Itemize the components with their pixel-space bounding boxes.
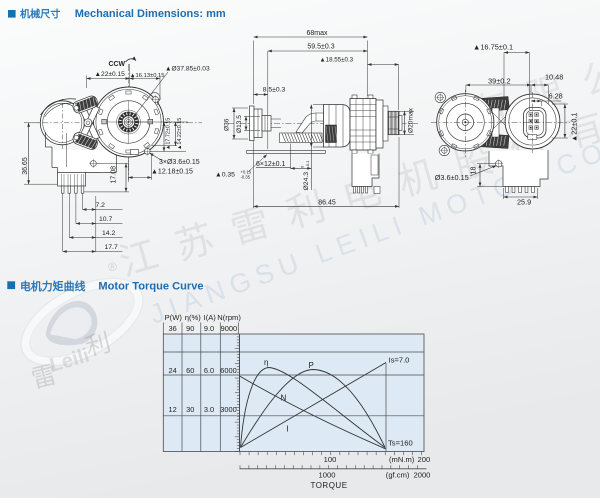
svg-text:Ø3.6±0.15: Ø3.6±0.15 (435, 173, 469, 182)
svg-text:12: 12 (168, 405, 176, 414)
svg-text:(mN.m): (mN.m) (389, 455, 415, 464)
svg-text:6×12±0.1: 6×12±0.1 (256, 161, 285, 168)
svg-text:68max: 68max (306, 30, 328, 37)
svg-text:-0.35: -0.35 (241, 175, 251, 180)
svg-text:14.2: 14.2 (102, 230, 115, 237)
svg-text:P(W): P(W) (165, 313, 183, 322)
svg-text:24: 24 (168, 366, 176, 375)
svg-text:8.5±0.3: 8.5±0.3 (263, 87, 286, 94)
svg-text:9000: 9000 (221, 324, 237, 333)
svg-text:0: 0 (300, 165, 305, 168)
svg-text:Mechanical Dimensions: mm: Mechanical Dimensions: mm (75, 8, 226, 20)
svg-text:3×Ø3.6±0.15: 3×Ø3.6±0.15 (159, 159, 200, 166)
svg-text:Ø13.5: Ø13.5 (236, 115, 243, 133)
svg-text:η: η (264, 358, 268, 367)
svg-text:30: 30 (186, 405, 194, 414)
svg-text:39±0.2: 39±0.2 (488, 77, 511, 86)
svg-text:®: ® (108, 260, 117, 274)
svg-text:▲Ø37.85±0.03: ▲Ø37.85±0.03 (165, 66, 210, 73)
svg-text:▲16.75±0.1: ▲16.75±0.1 (473, 43, 513, 52)
svg-text:25.9: 25.9 (517, 198, 531, 207)
svg-text:200: 200 (418, 455, 431, 464)
svg-text:10.7: 10.7 (99, 216, 112, 223)
svg-text:6.0: 6.0 (204, 366, 214, 375)
svg-text:6000: 6000 (220, 366, 236, 375)
svg-text:▲22±0.1: ▲22±0.1 (570, 113, 579, 143)
svg-text:Is=7.0: Is=7.0 (389, 356, 410, 365)
svg-text:60: 60 (186, 366, 194, 375)
svg-text:-0.1: -0.1 (305, 160, 310, 168)
svg-text:Motor Torque Curve: Motor Torque Curve (98, 281, 203, 293)
svg-text:86.45: 86.45 (318, 199, 336, 206)
svg-text:N(rpm): N(rpm) (217, 313, 241, 322)
svg-text:▲22±0.15: ▲22±0.15 (95, 71, 126, 78)
svg-text:36: 36 (168, 324, 176, 333)
svg-text:Ø24.3: Ø24.3 (303, 172, 310, 191)
svg-text:1000: 1000 (319, 471, 336, 480)
svg-text:TORQUE: TORQUE (310, 481, 347, 490)
svg-text:I(A): I(A) (204, 313, 217, 322)
svg-text:7.2: 7.2 (96, 202, 106, 209)
svg-text:机械尺寸: 机械尺寸 (20, 7, 60, 20)
svg-text:(gf.cm): (gf.cm) (386, 471, 410, 480)
svg-text:P: P (309, 361, 314, 370)
svg-text:18: 18 (469, 167, 478, 175)
svg-text:90: 90 (186, 324, 194, 333)
svg-text:Ø36: Ø36 (224, 118, 231, 131)
svg-text:17.08: 17.08 (111, 166, 118, 184)
svg-text:2000: 2000 (414, 471, 431, 480)
svg-text:η(%): η(%) (185, 313, 202, 322)
svg-text:▲14.22±0.15: ▲14.22±0.15 (177, 118, 183, 150)
svg-text:▲18.55±0.3: ▲18.55±0.3 (320, 56, 354, 63)
svg-text:36.65: 36.65 (22, 157, 29, 175)
svg-text:6.28: 6.28 (549, 91, 563, 100)
svg-text:17.7: 17.7 (105, 244, 118, 251)
svg-text:9.0: 9.0 (204, 324, 214, 333)
svg-text:N: N (281, 394, 287, 403)
svg-text:100: 100 (324, 455, 337, 464)
svg-text:3000: 3000 (220, 405, 236, 414)
svg-text:59.5±0.3: 59.5±0.3 (307, 44, 334, 51)
svg-text:电机力矩曲线: 电机力矩曲线 (20, 279, 85, 293)
svg-text:I: I (287, 425, 289, 434)
svg-text:Ts=160: Ts=160 (388, 439, 413, 448)
svg-text:▲12.18±0.15: ▲12.18±0.15 (151, 168, 193, 175)
svg-text:CCW: CCW (109, 61, 126, 68)
svg-text:▲16.13±0.15: ▲16.13±0.15 (130, 73, 165, 79)
svg-text:10.48: 10.48 (545, 73, 563, 82)
svg-text:+0.15: +0.15 (241, 170, 252, 175)
svg-text:▲0.35: ▲0.35 (215, 172, 235, 179)
svg-text:▲17.72±0.15: ▲17.72±0.15 (166, 118, 172, 150)
svg-text:Ø20max: Ø20max (408, 107, 415, 133)
svg-text:3.0: 3.0 (204, 405, 214, 414)
